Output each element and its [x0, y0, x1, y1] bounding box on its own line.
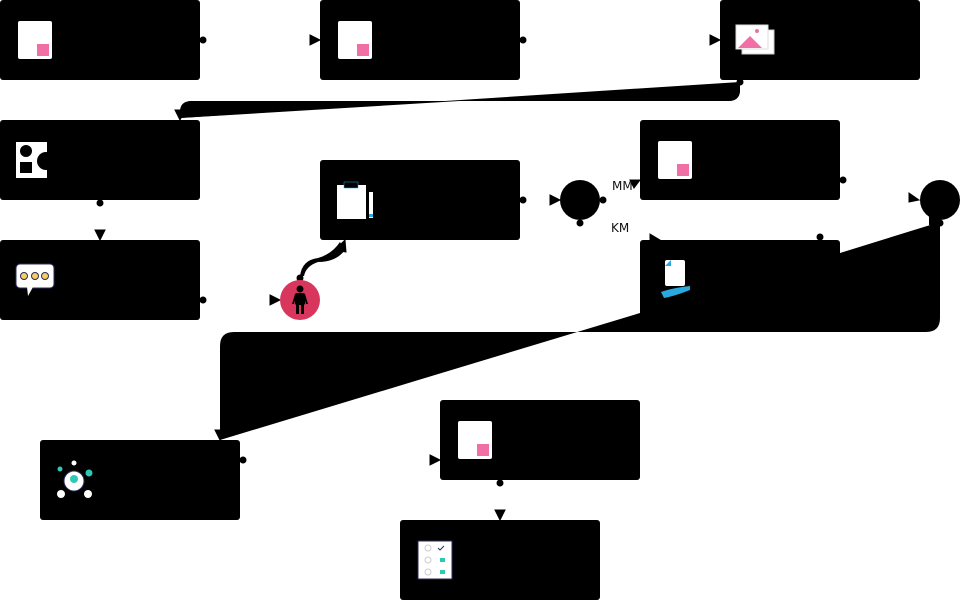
document-hand-icon: [661, 260, 690, 298]
document-icon: [338, 21, 372, 59]
document-icon: [18, 21, 52, 59]
person-icon: [292, 285, 308, 314]
node-n10[interactable]: [440, 400, 640, 480]
decision-circle-1[interactable]: [560, 180, 600, 220]
edge-label-mm: MM: [612, 179, 633, 193]
node-n6[interactable]: [640, 120, 840, 200]
clipboard-icon: [337, 181, 373, 219]
node-n3[interactable]: [720, 0, 920, 80]
document-icon: [458, 421, 492, 459]
edge-label-km: KM: [611, 221, 630, 235]
idea-network-icon: [57, 460, 93, 498]
node-n2[interactable]: [320, 0, 520, 80]
node-n1[interactable]: [0, 0, 200, 80]
shapes-icon: [16, 142, 55, 178]
node-n7[interactable]: [0, 240, 200, 320]
checklist-icon: [417, 540, 453, 580]
document-icon: [658, 141, 692, 179]
person-node[interactable]: [280, 280, 320, 320]
node-n5[interactable]: [320, 160, 520, 240]
node-n9[interactable]: [40, 440, 240, 520]
node-n4[interactable]: [0, 120, 200, 200]
node-n11[interactable]: [400, 520, 600, 600]
arrow-head: [309, 34, 322, 46]
chat-bubble-icon: [15, 263, 55, 296]
port-dot: [199, 36, 207, 44]
node-n8[interactable]: [640, 240, 840, 320]
decision-circle-2[interactable]: [920, 180, 960, 225]
image-icon: [735, 24, 775, 55]
